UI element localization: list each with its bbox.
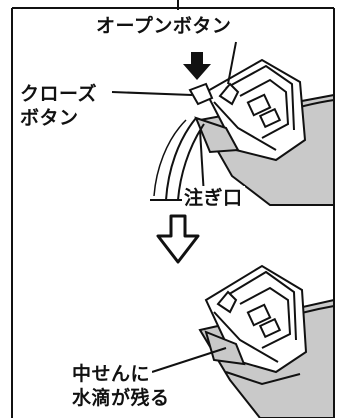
leader-spout xyxy=(199,129,205,197)
leader-water-drop xyxy=(151,347,227,373)
label-close-button-line2: ボタン xyxy=(18,106,81,130)
leader-close-button xyxy=(111,91,193,96)
press-arrow-icon xyxy=(183,52,211,80)
label-spout: 注ぎ口 xyxy=(182,186,245,210)
leader-open-button xyxy=(227,41,237,85)
label-water-line1: 中せんに xyxy=(70,362,153,386)
label-close-button-line1: クローズ xyxy=(18,82,100,106)
label-water-line2: 水滴が残る xyxy=(70,386,172,410)
label-open-button: オープンボタン xyxy=(94,14,234,38)
bottle-head-pouring xyxy=(150,58,335,206)
bottle-head-closed xyxy=(198,264,335,418)
transition-arrow-icon xyxy=(156,214,200,264)
